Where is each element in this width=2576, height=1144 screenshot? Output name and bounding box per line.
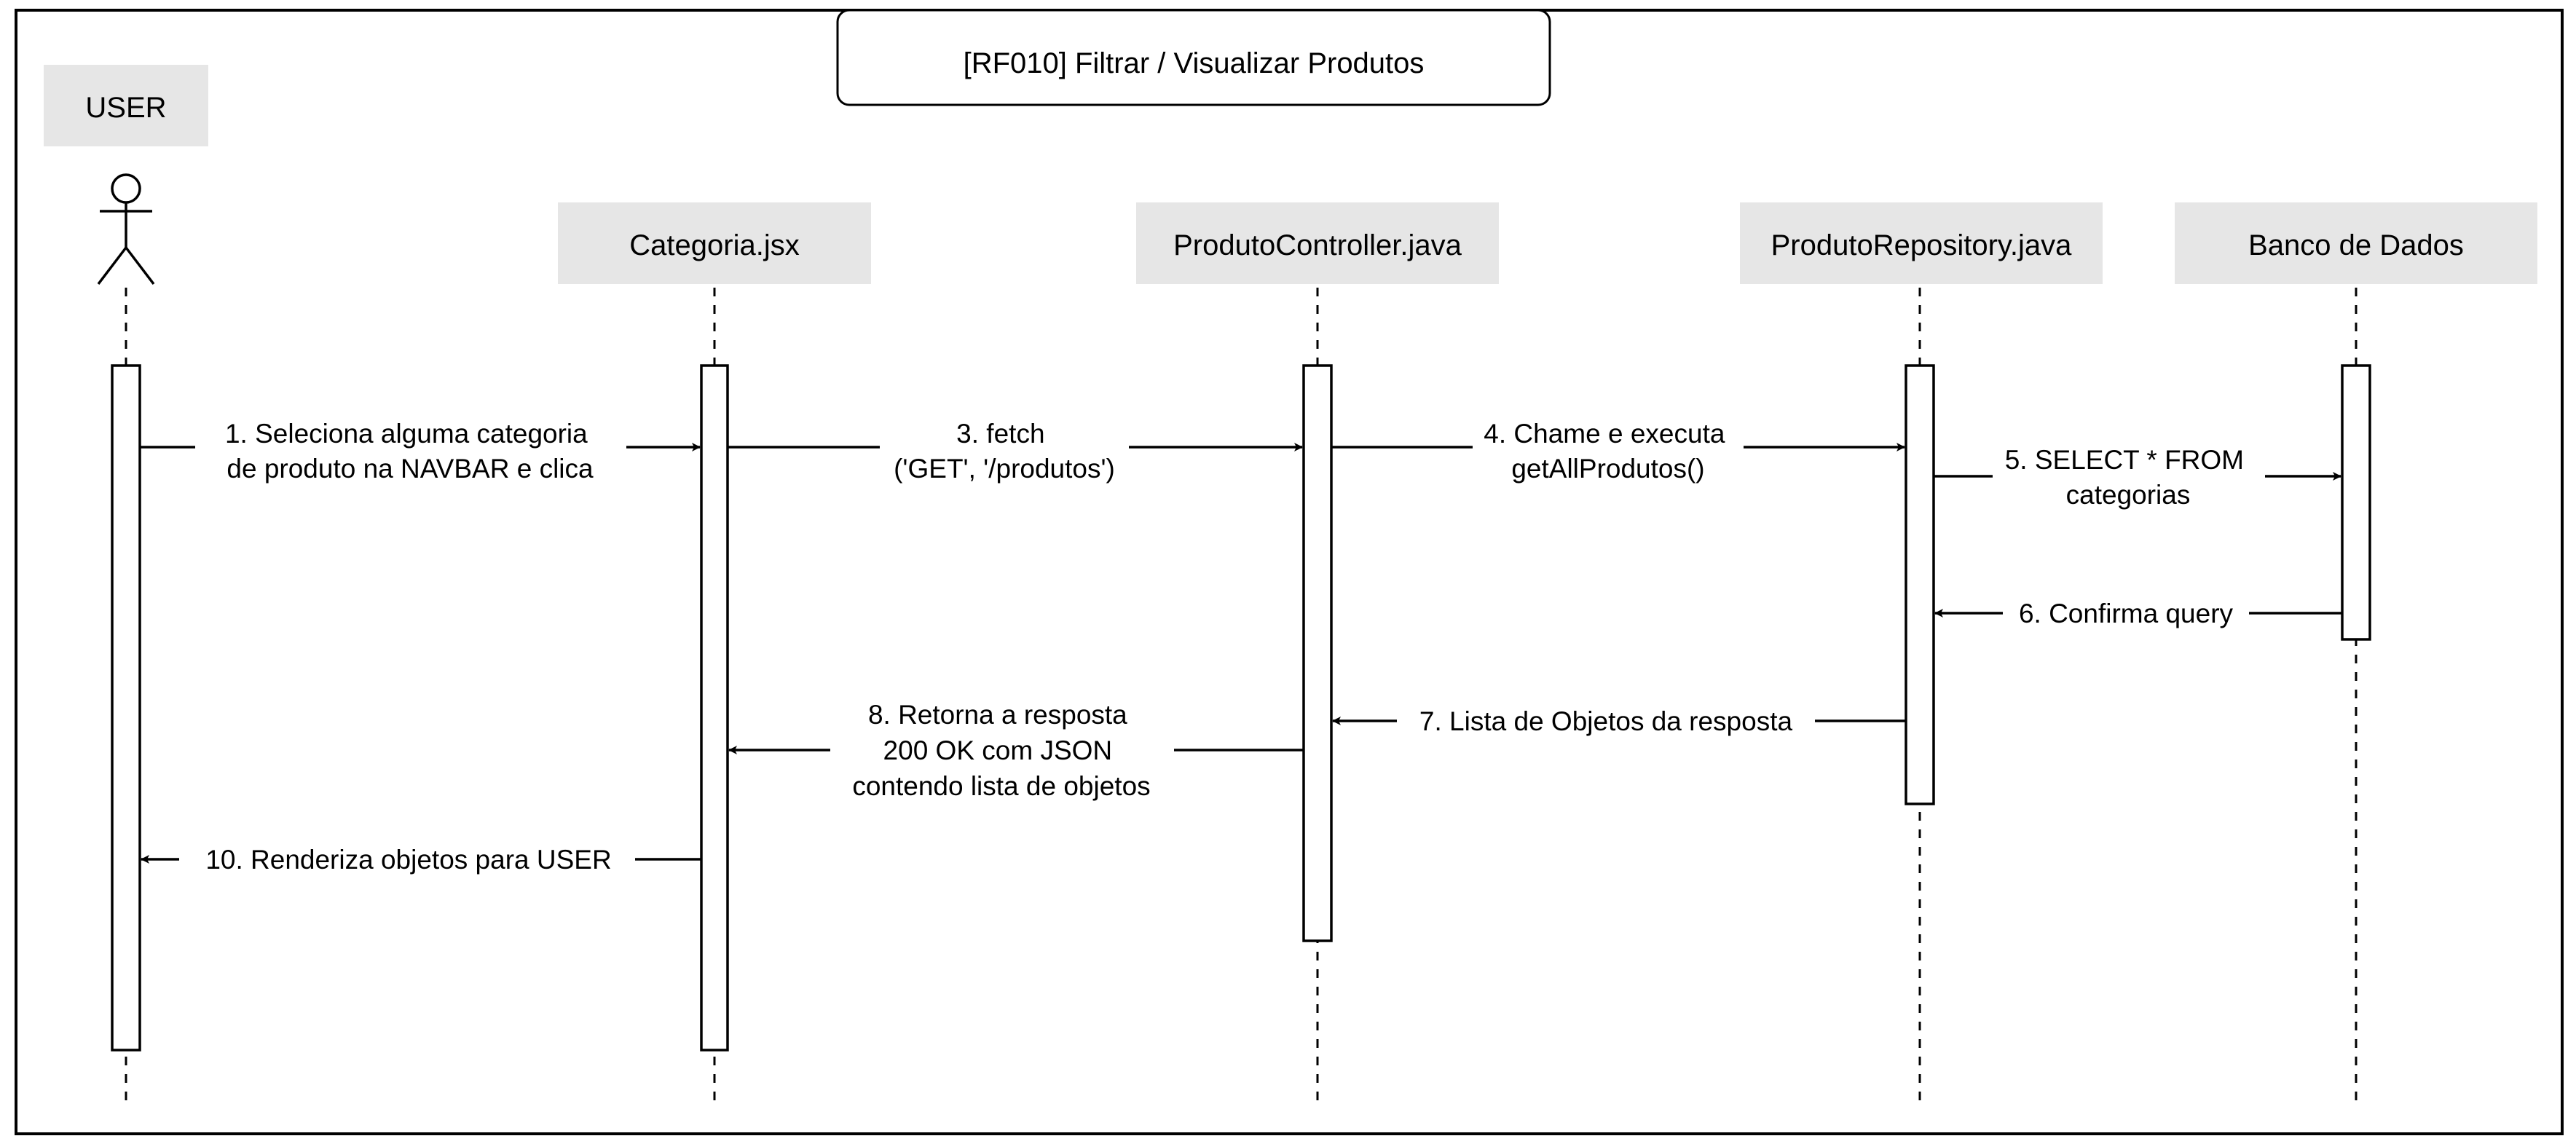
message-3: 3. fetch ('GET', '/produtos') — [728, 414, 1303, 486]
participant-box — [1136, 202, 1499, 284]
participant-db: Banco de Dados — [2175, 202, 2537, 1107]
diagram-frame — [15, 9, 2564, 1135]
message-label-line: de produto na NAVBAR e clica — [227, 454, 594, 484]
title-frame — [836, 9, 1551, 106]
activation-db — [2341, 364, 2371, 641]
message-label-line: contendo lista de objetos — [852, 771, 1150, 801]
message-label-line: 8. Retorna a resposta — [868, 700, 1127, 730]
participant-repository: ProdutoRepository.java — [1740, 202, 2103, 1107]
participant-box — [2175, 202, 2537, 284]
diagram-title: [RF010] Filtrar / Visualizar Produtos — [964, 47, 1425, 79]
message-label: 10. Renderiza objetos para USER — [205, 845, 611, 875]
participant-box — [558, 202, 871, 284]
participant-box — [1740, 202, 2103, 284]
participant-label: ProdutoController.java — [1173, 229, 1462, 261]
message-label: 3. fetch ('GET', '/produtos') — [894, 419, 1115, 484]
activation-controller — [1302, 364, 1333, 942]
message-7: 7. Lista de Objetos da resposta — [1332, 703, 1906, 740]
message-label-line: ('GET', '/produtos') — [894, 454, 1115, 484]
participant-label: Banco de Dados — [2248, 229, 2464, 261]
participant-label: ProdutoRepository.java — [1771, 229, 2073, 261]
person-icon — [97, 173, 155, 285]
message-label-line: 4. Chame e executa — [1484, 419, 1725, 449]
message-label-line: getAllProdutos() — [1511, 454, 1704, 484]
message-10: 10. Renderiza objetos para USER — [141, 842, 701, 878]
message-label-line: 6. Confirma query — [2019, 599, 2234, 628]
activation-user — [111, 364, 141, 1052]
message-1: 1. Seleciona alguma categoria de produto… — [140, 414, 701, 486]
message-label: 4. Chame e executa getAllProdutos() — [1484, 419, 1732, 484]
actor-label-box — [44, 65, 208, 146]
participant-label: Categoria.jsx — [629, 229, 799, 261]
activation-repository — [1905, 364, 1935, 805]
message-label-line: 3. fetch — [956, 419, 1044, 449]
participant-categoria: Categoria.jsx — [558, 202, 871, 1107]
actor-label: USER — [85, 92, 166, 124]
activation-categoria — [700, 364, 729, 1052]
message-label-line: 1. Seleciona alguma categoria — [225, 419, 588, 449]
message-label-line: categorias — [2066, 480, 2191, 510]
message-label-line: 200 OK com JSON — [883, 735, 1113, 765]
participant-controller: ProdutoController.java — [1136, 202, 1499, 1107]
message-label-line: 10. Renderiza objetos para USER — [205, 845, 611, 875]
message-label-line: 5. SELECT * FROM — [2005, 445, 2244, 475]
message-4: 4. Chame e executa getAllProdutos() — [1331, 414, 1905, 486]
message-label: 7. Lista de Objetos da resposta — [1419, 706, 1793, 736]
message-label-line: 7. Lista de Objetos da resposta — [1419, 706, 1793, 736]
message-label: 6. Confirma query — [2019, 599, 2234, 628]
message-6: 6. Confirma query — [1934, 596, 2342, 632]
message-label: 8. Retorna a resposta 200 OK com JSON co… — [852, 700, 1150, 801]
message-5: 5. SELECT * FROM categorias — [1934, 441, 2341, 514]
actor-user: USER — [44, 65, 208, 1107]
message-8: 8. Retorna a resposta 200 OK com JSON co… — [728, 695, 1304, 804]
diagram-title-box: [RF010] Filtrar / Visualizar Produtos — [836, 9, 1551, 106]
message-label: 1. Seleciona alguma categoria de produto… — [225, 419, 595, 484]
message-label: 5. SELECT * FROM categorias — [2005, 445, 2252, 510]
